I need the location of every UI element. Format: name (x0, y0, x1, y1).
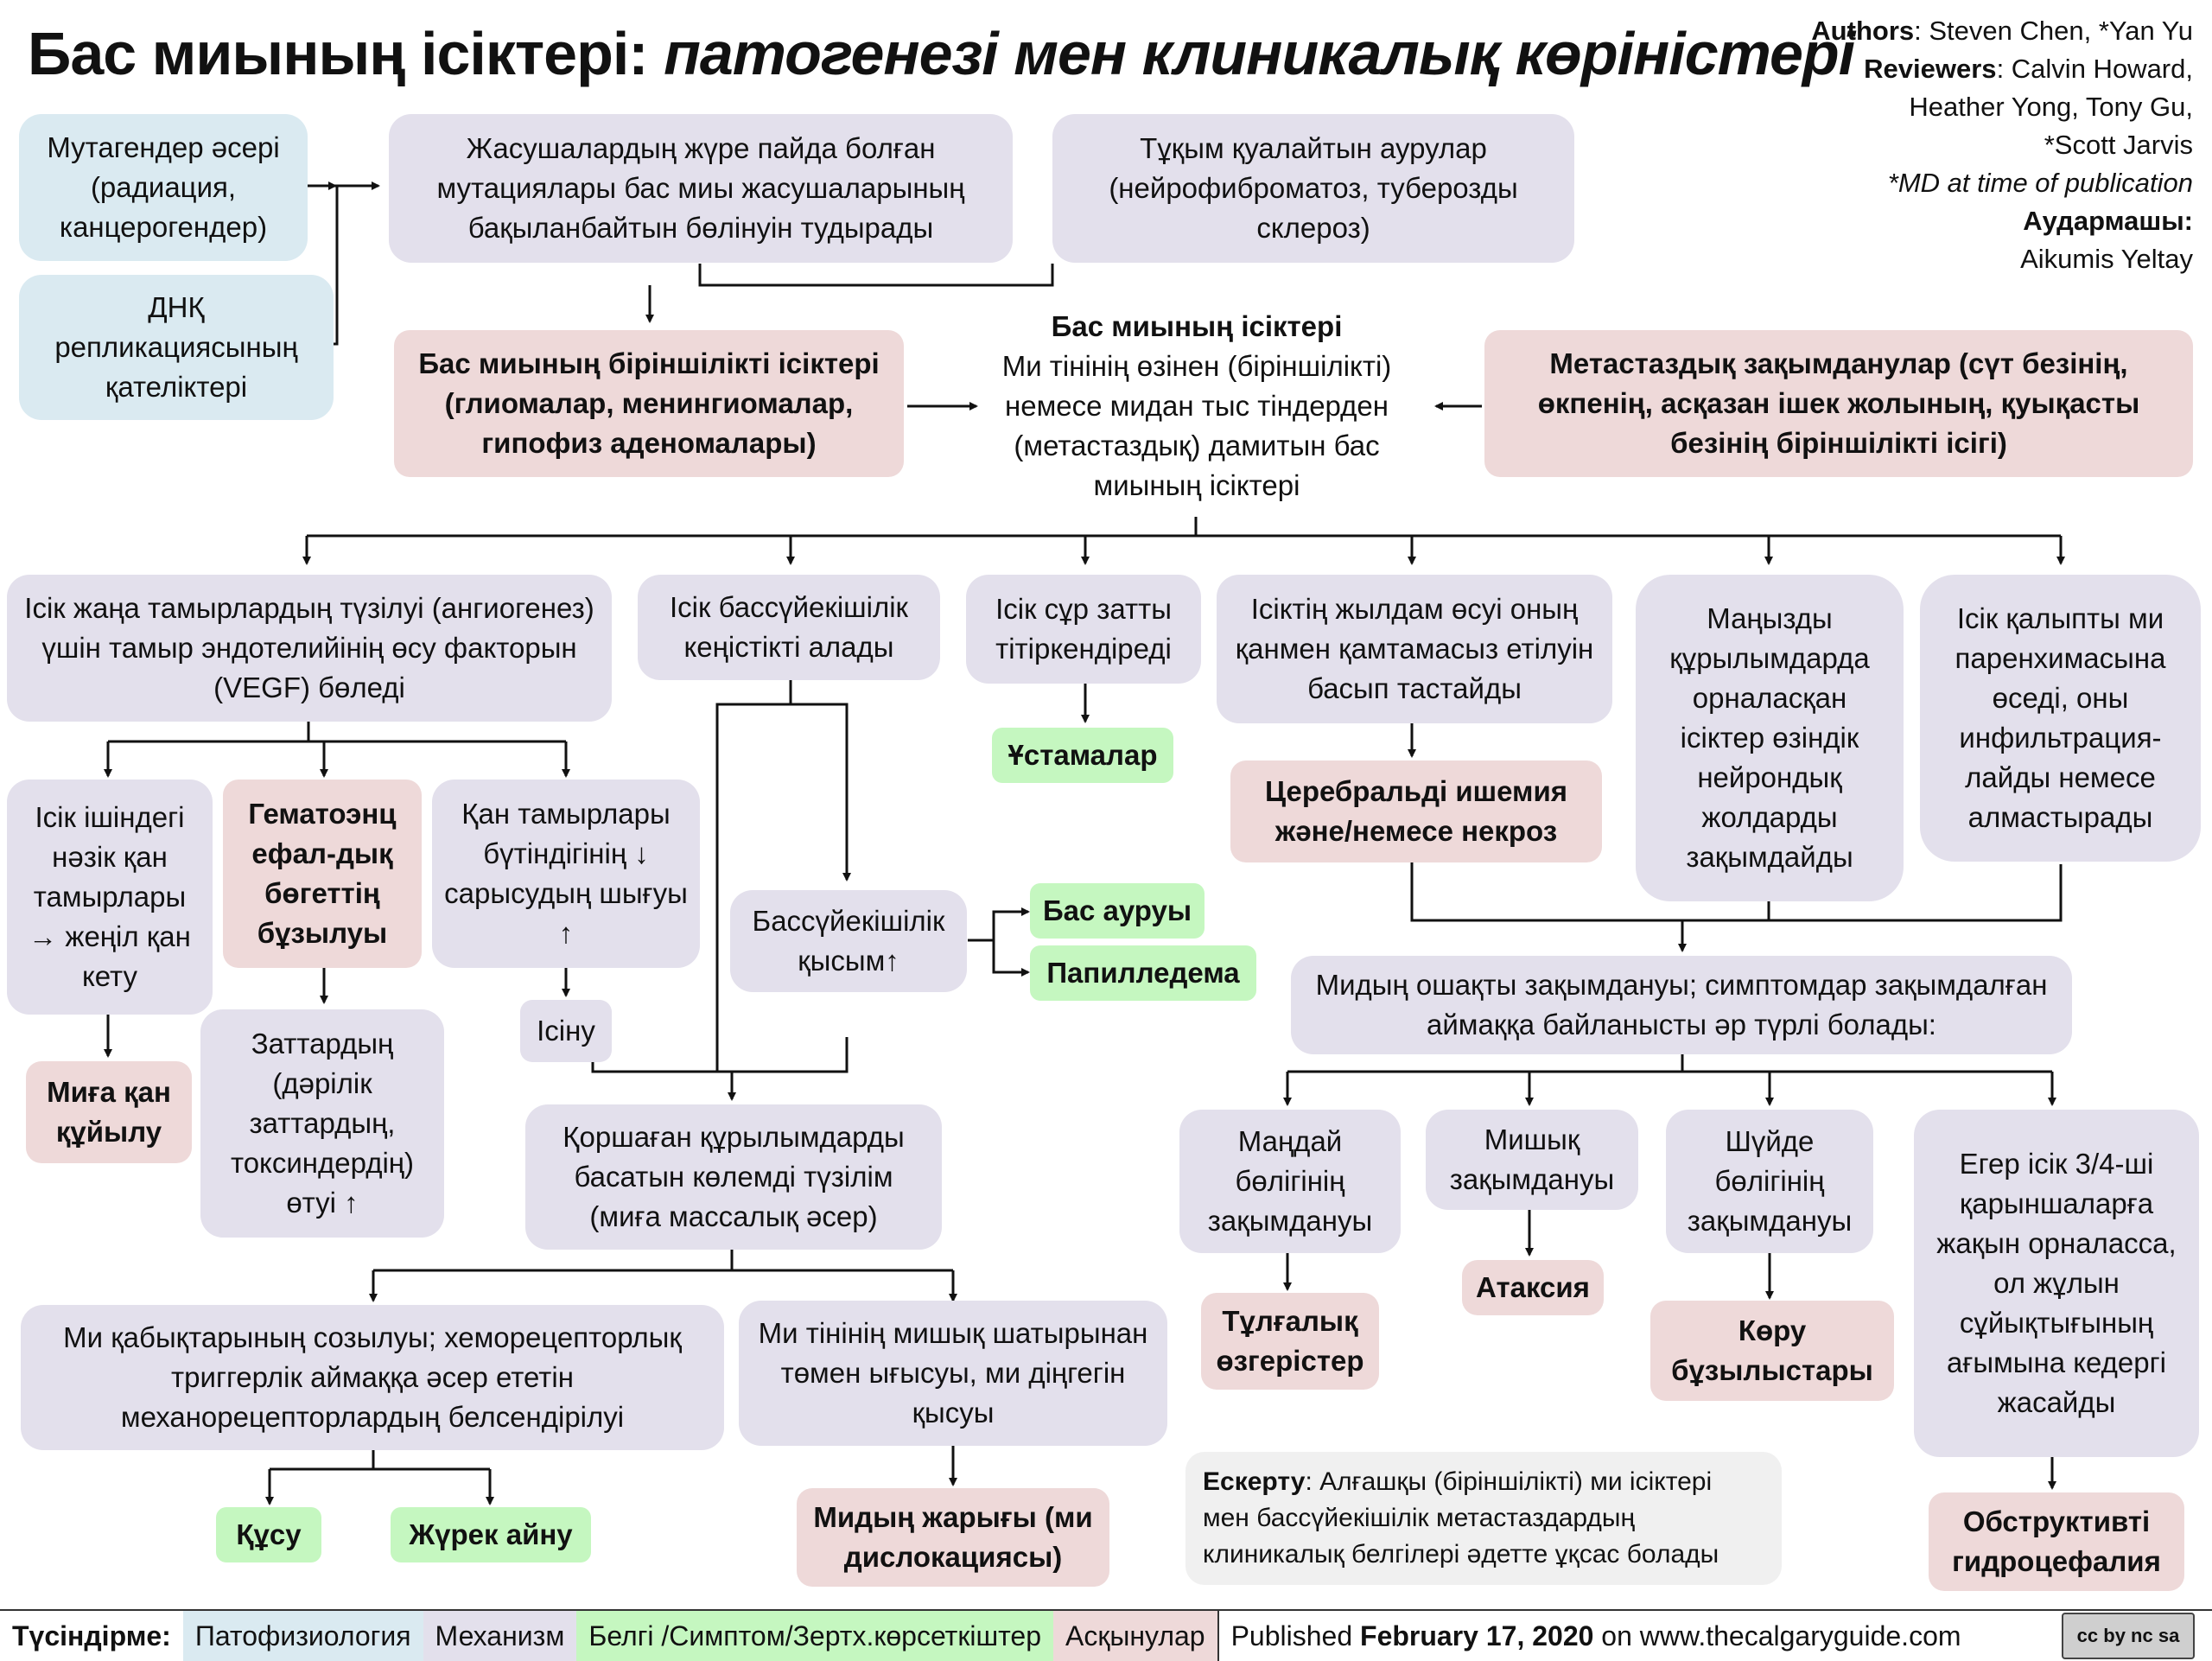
translator-label: Аудармашы: (2023, 206, 2193, 236)
substances-passage-box: Заттардың (дәрілік заттардың, токсиндерд… (200, 1009, 444, 1238)
legend-mech: Механизм (423, 1611, 577, 1661)
personality-changes-box: Тұлғалық өзгерістер (1201, 1293, 1379, 1390)
translator-name: Aikumis Yeltay (2020, 244, 2193, 274)
authors-block: Authors: Steven Chen, *Yan Yu Reviewers:… (1709, 12, 2193, 278)
hydrocephalus-box: Обструктивті гидроцефалия (1929, 1492, 2184, 1591)
center-text: Ми тінінің өзінен (біріншілікті) немесе … (1001, 350, 1392, 501)
seizures-box: Ұстамалар (992, 728, 1173, 783)
legend-patho: Патофизиология (182, 1611, 423, 1661)
reviewers-line3: *Scott Jarvis (2044, 130, 2193, 160)
rapid-growth-box: Ісіктің жылдам өсуі оның қанмен қамтамас… (1217, 575, 1612, 723)
critical-structures-box: Маңызды құрылымдарда орналасқан ісіктер … (1636, 575, 1904, 901)
center-box: Бас миының ісіктері Ми тінінің өзінен (б… (981, 302, 1413, 510)
published-site[interactable]: on www.thecalgaryguide.com (1601, 1620, 1961, 1651)
legend-footer: Түсіндірме: Патофизиология Механизм Белг… (0, 1609, 2212, 1661)
published-date: February 17, 2020 (1360, 1620, 1594, 1651)
primary-tumors-box: Бас миының біріншілікті ісіктері (глиома… (394, 330, 904, 477)
bbb-disruption-box: Гематоэнц ефал-дық бөгеттің бұзылуы (223, 780, 422, 968)
legend-sign: Белгі /Симптом/Зертх.көрсеткіштер (576, 1611, 1053, 1661)
herniation-mechanism-box: Ми тінінің мишық шатырынан төмен ығысуы,… (739, 1301, 1167, 1446)
legend-comp: Асқынулар (1053, 1611, 1217, 1661)
focal-damage-box: Мидың ошақты зақымдануы; симптомдар зақы… (1291, 956, 2072, 1054)
md-note: *MD at time of publication (1887, 168, 2193, 198)
occipital-lobe-box: Шүйде бөлігінің зақымдануы (1666, 1110, 1873, 1253)
vision-disorders-box: Көру бұзылыстары (1650, 1301, 1894, 1401)
edema-box: Ісіну (520, 1000, 612, 1062)
mass-effect-box: Қоршаған құрылымдарды басатын көлемді тү… (525, 1104, 942, 1250)
headache-box: Бас ауруы (1030, 883, 1205, 939)
icp-box: Бассүйекішілік қысым↑ (730, 890, 967, 992)
page-title: Бас миының ісіктері: патогенезі мен клин… (28, 19, 1855, 88)
note-text: : Алғашқы (біріншілікті) ми ісіктері мен… (1203, 1467, 1719, 1569)
fragile-vessels-box: Ісік ішіндегі нәзік қан тамырлары → жеңі… (7, 780, 213, 1015)
metastatic-box: Метастаздық зақымданулар (сүт безінің, ө… (1484, 330, 2193, 477)
note-label: Ескерту (1203, 1467, 1306, 1496)
cc-license-icon[interactable]: cc by nc sa (2062, 1613, 2195, 1659)
title-main: Бас миының ісіктері: (28, 20, 649, 87)
note-box: Ескерту: Алғашқы (біріншілікті) ми ісікт… (1185, 1452, 1782, 1585)
meninges-stretch-box: Ми қабықтарының созылуы; хеморецепторлық… (21, 1305, 724, 1450)
vomiting-box: Құсу (216, 1507, 321, 1562)
cerebellar-box: Мишық зақымдануы (1426, 1110, 1638, 1210)
vegf-box: Ісік жаңа тамырлардың түзілуі (ангиогене… (7, 575, 612, 722)
title-italic: патогенезі мен клиникалық көріністері (664, 20, 1855, 87)
acquired-mutations-box: Жасушалардың жүре пайда болған мутацияла… (389, 114, 1013, 263)
ischemia-box: Церебральді ишемия және/немесе некроз (1230, 760, 1602, 862)
authors-names: Steven Chen, *Yan Yu (1929, 16, 2193, 46)
intracranial-space-box: Ісік бассүйекішілік кеңістікті алады (638, 575, 940, 680)
mutagens-box: Мутагендер әсері (радиация, канцерогенде… (19, 114, 308, 261)
reviewers-line2: Heather Yong, Tony Gu, (1909, 92, 2193, 122)
reviewers-label: Reviewers (1864, 54, 1997, 84)
hemorrhage-box: Миға қан құйылу (26, 1061, 192, 1163)
dna-errors-box: ДНҚ репликациясының қателіктері (19, 275, 334, 420)
hereditary-box: Тұқым қуалайтын аурулар (нейрофиброматоз… (1052, 114, 1574, 263)
ataxia-box: Атаксия (1462, 1260, 1604, 1315)
vessel-integrity-box: Қан тамырлары бүтіндігінің ↓ сарысудың ш… (432, 780, 700, 968)
nausea-box: Жүрек айну (391, 1507, 591, 1562)
center-title: Бас миының ісіктері (1051, 310, 1343, 342)
infiltrate-box: Ісік қалыпты ми паренхимасына өседі, оны… (1920, 575, 2201, 862)
papilledema-box: Папилледема (1030, 945, 1256, 1001)
ventricles-box: Егер ісік 3/4-ші қарыншаларға жақын орна… (1914, 1110, 2199, 1457)
herniation-box: Мидың жарығы (ми дислокациясы) (797, 1488, 1109, 1587)
frontal-lobe-box: Маңдай бөлігінің зақымдануы (1179, 1110, 1401, 1253)
authors-label: Authors (1811, 16, 1915, 46)
published-label: Published (1230, 1620, 1353, 1651)
gray-matter-box: Ісік сұр затты тітіркендіреді (966, 575, 1201, 684)
published-line: Published February 17, 2020 on www.theca… (1217, 1611, 1974, 1661)
legend-label: Түсіндірме: (12, 1620, 171, 1651)
reviewers-line1: Calvin Howard, (2011, 54, 2193, 84)
